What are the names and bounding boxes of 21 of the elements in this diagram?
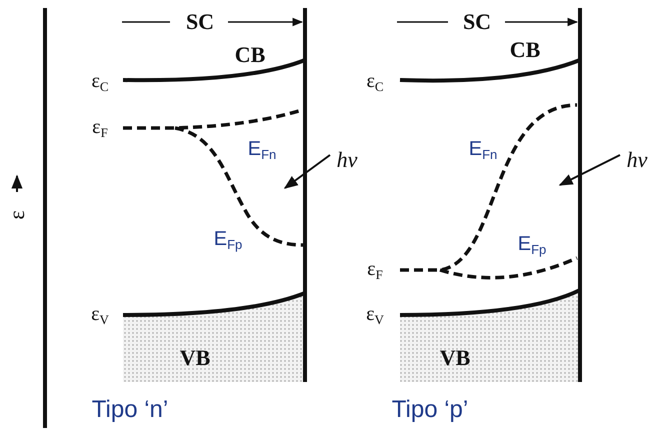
band-label: VB <box>180 347 210 369</box>
photon-label: hν <box>336 149 358 171</box>
band-label: VB <box>440 347 470 369</box>
band-label: CB <box>234 44 266 66</box>
level-label: ε$_{C}$ <box>366 71 384 93</box>
level-label: ε$_{F}$ <box>92 117 108 139</box>
band-label: CB <box>510 39 540 61</box>
region-label: SC <box>186 11 214 33</box>
axis-label: ε <box>6 210 28 220</box>
quasi-fermi-label: E$_{Fn}$ <box>248 139 276 161</box>
level-label: ε$_{C}$ <box>91 71 109 93</box>
panel-caption: Tipo ‘p’ <box>392 398 468 422</box>
level-label: ε$_{V}$ <box>366 304 384 326</box>
panel-caption: Tipo ‘n’ <box>92 398 168 422</box>
region-label: SC <box>462 11 492 33</box>
quasi-fermi-label: E$_{Fp}$ <box>214 229 242 251</box>
level-label: ε$_{V}$ <box>91 304 109 326</box>
photon-label: hν <box>626 149 648 171</box>
level-label: ε$_{F}$ <box>367 259 383 281</box>
quasi-fermi-label: E$_{Fp}$ <box>518 234 546 256</box>
quasi-fermi-label: E$_{Fn}$ <box>468 139 498 161</box>
